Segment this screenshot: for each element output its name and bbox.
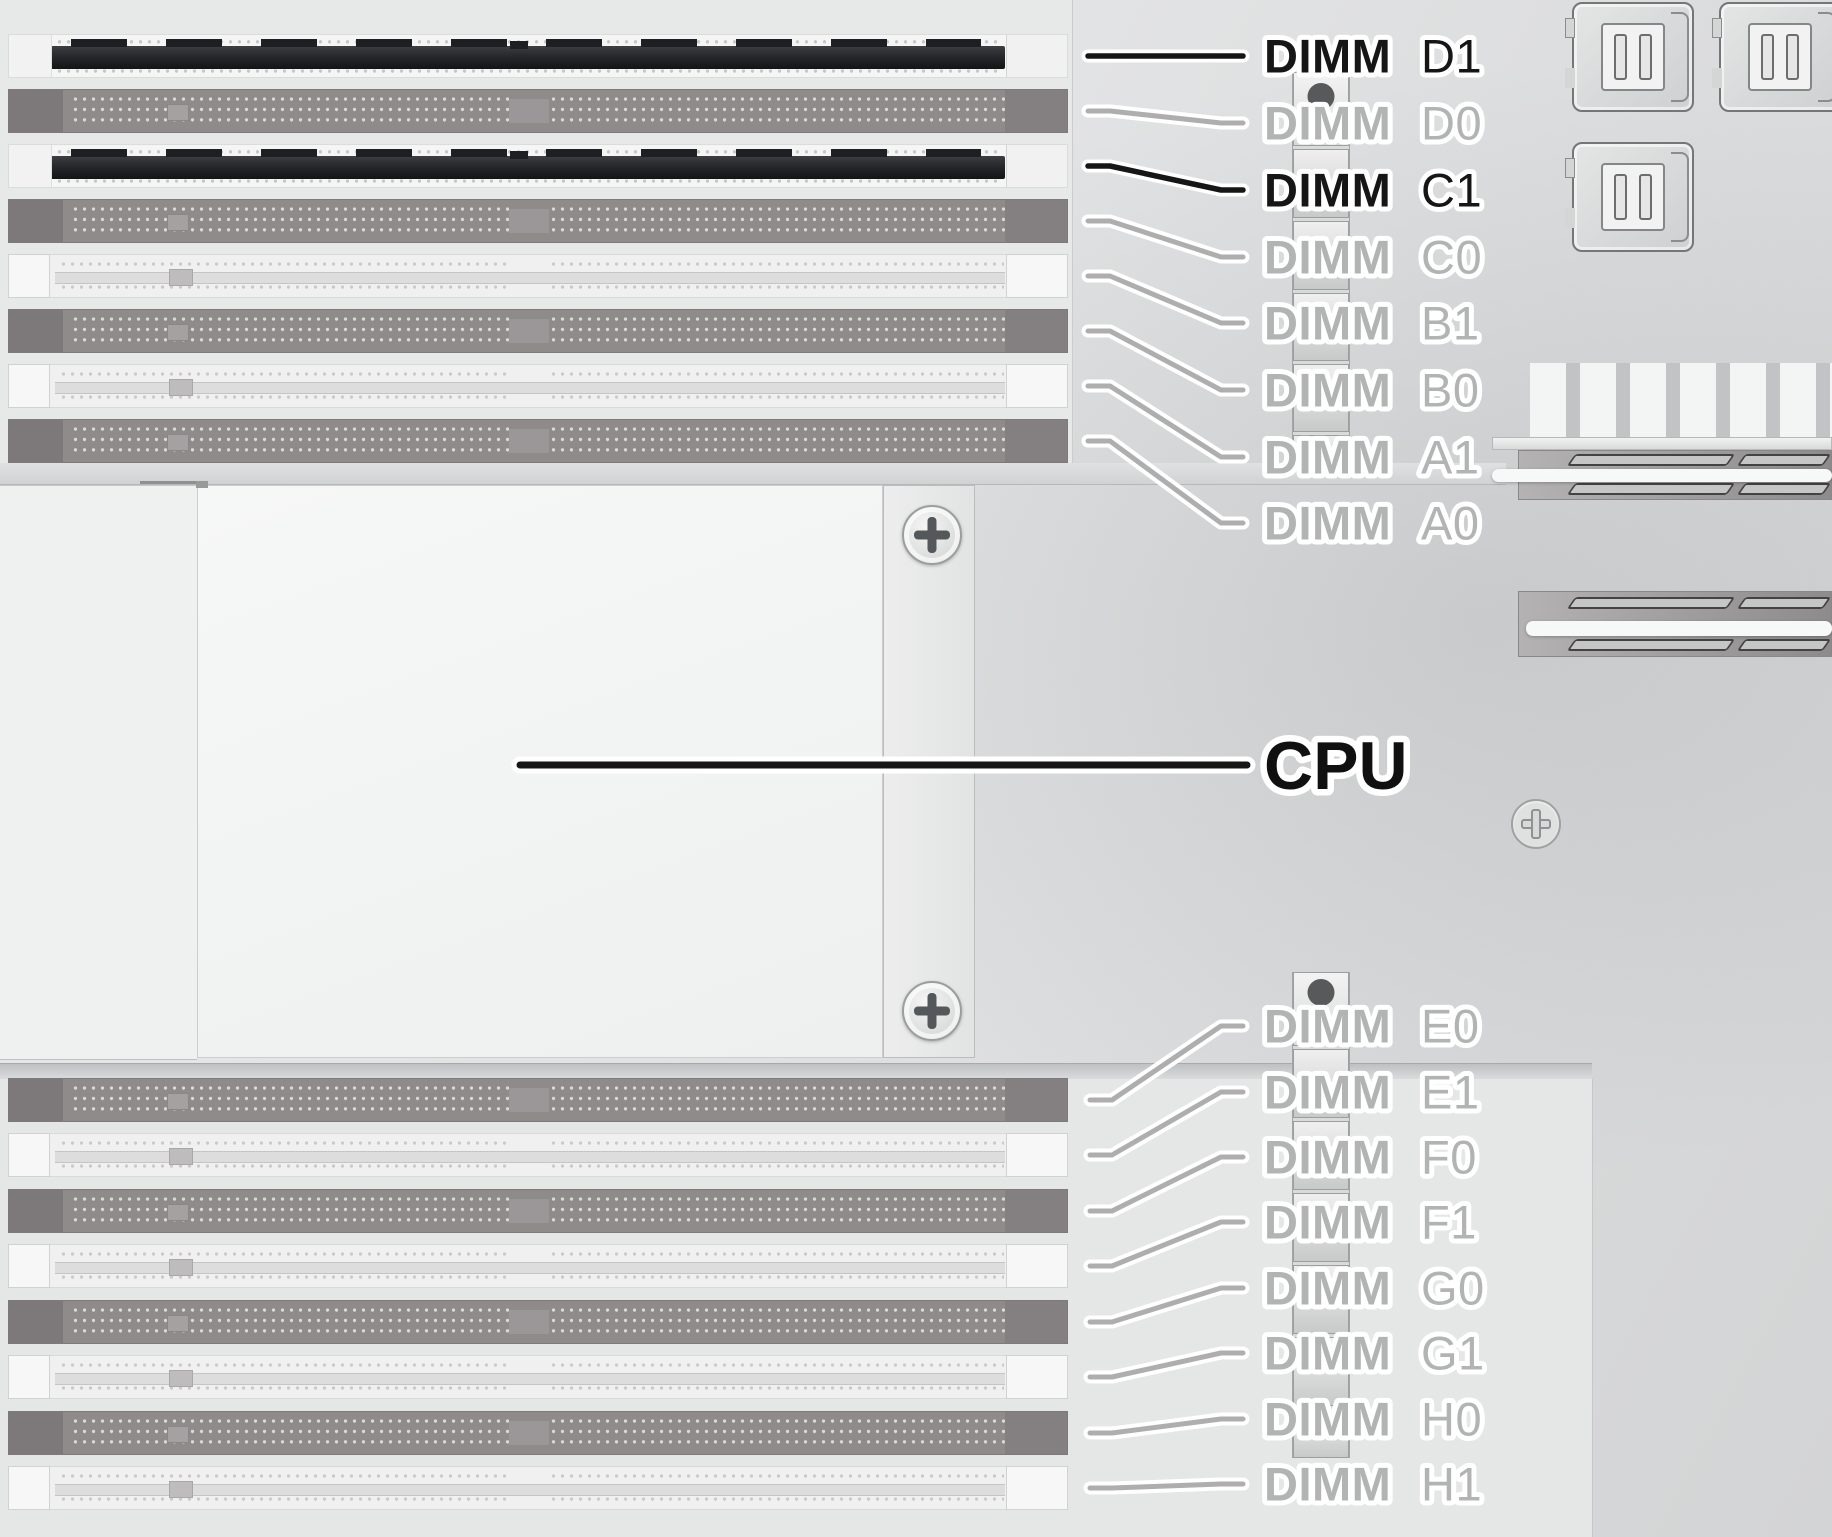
- dimm-slot-g1: [8, 1355, 1068, 1399]
- installed-memory-module: [51, 156, 1005, 179]
- label-dimm-d0-slot: D0: [1421, 97, 1482, 150]
- callout-dimm-c1: [1081, 159, 1250, 197]
- dimm-slot-h0: [8, 1411, 1068, 1455]
- dimm-slot-h1: [8, 1466, 1068, 1510]
- cpu-heatsink-plate: [197, 485, 883, 1058]
- board-connector: [1565, 2, 1694, 112]
- riser-retention-bar: [1526, 621, 1832, 636]
- dimm-slot-e0: [8, 1078, 1068, 1122]
- label-dimm-b0-slot: B0: [1421, 364, 1480, 417]
- dimm-slot-b0: [8, 309, 1068, 353]
- installed-memory-module: [51, 46, 1005, 69]
- plate-edge-notch: [140, 481, 198, 484]
- top-section-edge: [0, 463, 1506, 485]
- dimm-slot-g0: [8, 1300, 1068, 1344]
- cpu-heatsink-plate-left: [0, 485, 197, 1060]
- label-dimm-b1-slot: B1: [1421, 297, 1480, 350]
- callout-dimm-d0: [1081, 104, 1250, 130]
- dimm-slot-c1: [8, 144, 1068, 188]
- label-dimm-a0-prefix: DIMM: [1264, 497, 1391, 550]
- board-screw-icon: [1511, 799, 1561, 849]
- label-dimm-d1-slot: D1: [1421, 30, 1482, 83]
- dimm-slot-b1: [8, 254, 1068, 298]
- callout-dimm-b1: [1081, 269, 1250, 330]
- plate-edge-notch: [196, 481, 208, 488]
- dimm-slot-f1: [8, 1244, 1068, 1288]
- top-guide-strip: [1292, 72, 1350, 470]
- phillips-screw-icon: [902, 505, 962, 565]
- callout-dimm-c0: [1081, 214, 1250, 264]
- phillips-screw-icon: [902, 981, 962, 1041]
- dimm-slot-a0: [8, 419, 1068, 463]
- callout-dimm-a1: [1081, 379, 1250, 464]
- riser-retention-bar: [1492, 469, 1832, 482]
- alignment-dot-icon: [1307, 979, 1335, 1006]
- dimm-slot-a1: [8, 364, 1068, 408]
- heatsink-base: [1492, 437, 1832, 450]
- alignment-dot-icon: [1307, 83, 1335, 110]
- label-dimm-c1-slot: C1: [1421, 164, 1482, 217]
- label-cpu: CPU: [1264, 728, 1408, 804]
- board-connector: [1712, 2, 1832, 112]
- label-dimm-e0-slot: E0: [1421, 1000, 1480, 1053]
- dimm-slot-c0: [8, 199, 1068, 243]
- callout-dimm-b0: [1081, 324, 1250, 397]
- bottom-guide-strip: [1292, 972, 1350, 1458]
- dimm-slot-d1: [8, 34, 1068, 78]
- dimm-slot-d0: [8, 89, 1068, 133]
- cpu-bracket: [883, 485, 975, 1058]
- heatsink-fins: [1530, 363, 1832, 437]
- label-dimm-c0-slot: C0: [1421, 231, 1482, 284]
- dimm-slot-e1: [8, 1133, 1068, 1177]
- dimm-slot-f0: [8, 1189, 1068, 1233]
- board-connector: [1565, 142, 1694, 252]
- label-dimm-a0-slot: A0: [1421, 497, 1480, 550]
